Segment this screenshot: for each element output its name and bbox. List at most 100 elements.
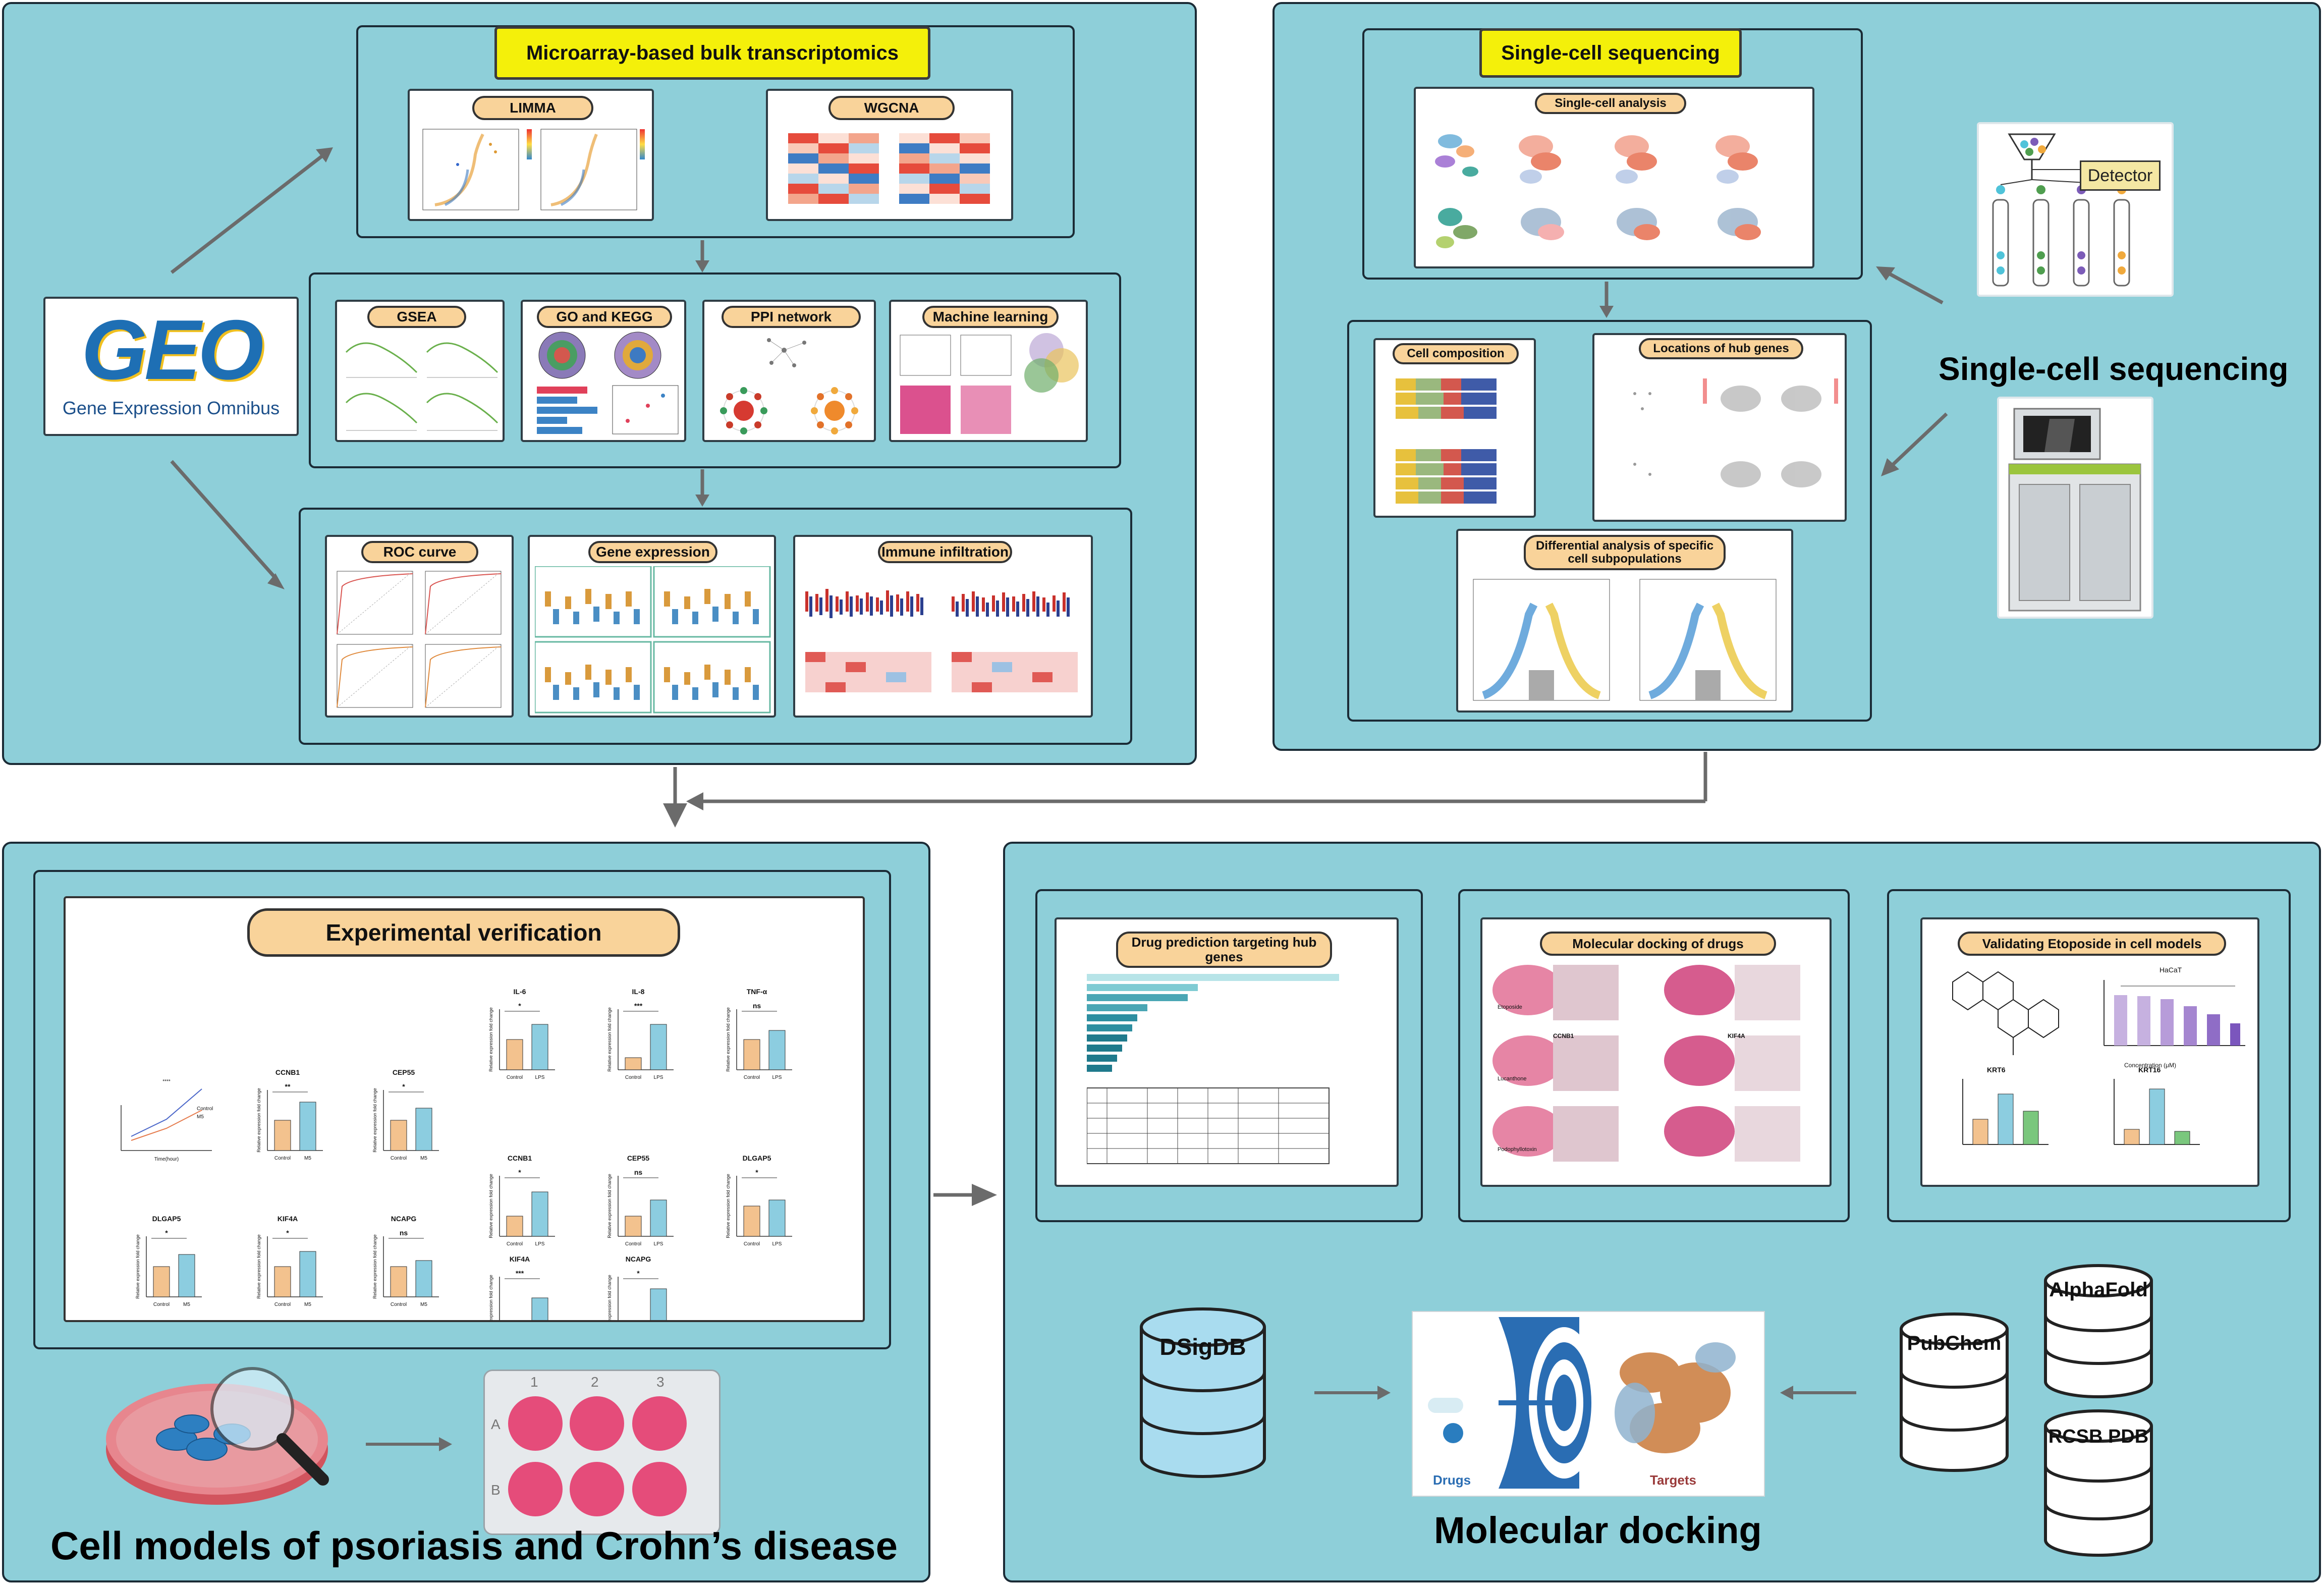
locations-plots: [1633, 378, 1838, 487]
bar-treatment: [531, 1191, 548, 1237]
composition-card: Cell composition: [1373, 338, 1536, 518]
bar-label: M5: [183, 1302, 190, 1307]
locations-card: Locations of hub genes: [1592, 333, 1847, 522]
bar-treatment: [178, 1254, 195, 1297]
gsea-plots: [345, 342, 499, 431]
ppi-network: [720, 338, 858, 434]
alphafold-label: AlphaFold: [2049, 1279, 2148, 1301]
bar-control: [390, 1120, 407, 1151]
ppi-card: PPI network: [702, 300, 876, 442]
sc-side-label: Single-cell sequencing: [1939, 351, 2289, 387]
drugs-label: Drugs: [1433, 1472, 1471, 1488]
gene-expression-card: Gene expression: [528, 535, 776, 718]
etoposide-viability-chart: [2104, 980, 2245, 1046]
bar-label: LPS: [535, 1241, 545, 1247]
bar-label: Control: [744, 1241, 760, 1247]
bar-control: [625, 1216, 642, 1237]
pubchem-arrow: [1780, 1386, 1856, 1400]
krt6-chart: [1962, 1079, 2049, 1145]
locations-label: Locations of hub genes: [1639, 338, 1803, 359]
bar-panel-significance: ***: [634, 1002, 643, 1010]
bar-panel-title: KIF4A: [510, 1255, 530, 1263]
experimental-card: [64, 896, 865, 1322]
bar-panel-significance: *: [755, 1168, 758, 1176]
docking-drug-label-1: Etoposide: [1498, 1004, 1522, 1010]
bar-treatment: [650, 1199, 667, 1237]
bar-panel-significance: *: [286, 1229, 289, 1237]
bar-panel-significance: ***: [516, 1269, 524, 1277]
etoposide-structure: [1952, 971, 2059, 1055]
bar-panel-significance: *: [402, 1082, 405, 1090]
ml-card: Machine learning: [889, 300, 1088, 442]
target-icon: [1428, 1317, 1736, 1489]
line-legend-m5: M5: [197, 1114, 204, 1120]
detector-label: Detector: [2080, 160, 2161, 191]
differential-card: Differential analysis of specific cell s…: [1456, 529, 1793, 713]
alphafold-database-icon: [2044, 1264, 2153, 1398]
docking-illustration: Drugs Targets: [1412, 1311, 1765, 1497]
go-kegg-plots: [537, 332, 679, 434]
sc-analysis-card: Single-cell analysis: [1414, 87, 1814, 268]
differential-label: Differential analysis of specific cell s…: [1524, 535, 1726, 570]
bar-label: LPS: [535, 1075, 545, 1080]
bar-panel-y-label: Relative expression fold change: [607, 1174, 612, 1238]
bar-panel-significance: *: [518, 1002, 521, 1010]
bar-label: Control: [274, 1156, 291, 1161]
gsea-card: GSEA: [335, 300, 505, 442]
ml-plots: [900, 333, 1079, 434]
bar-panel-title: DLGAP5: [152, 1215, 181, 1223]
bar-panel-title: NCAPG: [391, 1215, 417, 1223]
bar-panel-significance: *: [518, 1168, 521, 1176]
bar-treatment: [768, 1199, 786, 1237]
sc-analysis-label: Single-cell analysis: [1535, 93, 1686, 114]
go-kegg-card: GO and KEGG: [521, 300, 686, 442]
bar-panel-title: NCAPG: [626, 1255, 651, 1263]
ml-label: Machine learning: [922, 306, 1059, 328]
bar-control: [625, 1057, 642, 1070]
roc-plots: [337, 571, 502, 708]
plate-row-a: A: [491, 1416, 501, 1432]
bar-panel-y-label: Relative expression fold change: [726, 1174, 731, 1238]
bar-label: LPS: [654, 1241, 663, 1247]
bar-treatment: [650, 1024, 667, 1070]
bar-panel-y-label: Relative expression fold change: [607, 1007, 612, 1072]
bar-control: [153, 1266, 170, 1297]
krt16-chart: [2114, 1079, 2200, 1145]
bar-panel-y-label: Relative expression fold change: [488, 1174, 493, 1238]
well-plate: 1 2 3 A B: [483, 1370, 721, 1535]
drug-prediction-chart: [1087, 974, 1339, 1164]
pubchem-label: PubChem: [1907, 1332, 2002, 1354]
bar-panel-title: TNF-α: [747, 988, 767, 996]
docking-card: Molecular docking of drugs Etoposide Luc…: [1480, 917, 1832, 1187]
bar-panel-y-label: Relative expression fold change: [726, 1007, 731, 1072]
volcano-plots: [422, 129, 645, 210]
bar-treatment: [531, 1297, 548, 1320]
bar-panel-significance: *: [637, 1269, 640, 1277]
limma-card: LIMMA: [408, 89, 654, 221]
sc-volcano-plots: [1473, 579, 1777, 701]
line-significance: ****: [162, 1079, 171, 1084]
wgcna-heatmaps: [788, 133, 990, 204]
bar-control: [390, 1266, 407, 1297]
bar-panel-title: IL-8: [632, 988, 645, 996]
bar-label: LPS: [772, 1241, 782, 1247]
geo-subtitle: Gene Expression Omnibus: [62, 398, 280, 418]
cell-models-arrow: [366, 1437, 452, 1451]
rcsb-database-icon: [2044, 1409, 2153, 1557]
bar-control: [743, 1206, 760, 1237]
wgcna-card: WGCNA: [766, 89, 1013, 221]
etoposide-label: Validating Etoposide in cell models: [1958, 932, 2226, 956]
wgcna-label: WGCNA: [828, 96, 955, 120]
bar-panel-significance: ns: [400, 1229, 408, 1237]
bar-label: M5: [420, 1156, 427, 1161]
plate-wells: [508, 1396, 687, 1516]
sequencer-illustration: [1997, 397, 2153, 619]
dsigdb-arrow: [1314, 1386, 1391, 1400]
plate-row-b: B: [491, 1482, 501, 1498]
bar-label: M5: [420, 1302, 427, 1307]
rcsb-label: RCSB PDB: [2048, 1426, 2149, 1447]
bar-panel-y-label: Relative expression fold change: [607, 1275, 612, 1320]
bar-panel-y-label: Relative expression fold change: [256, 1234, 261, 1299]
line-control-series: [131, 1110, 202, 1141]
